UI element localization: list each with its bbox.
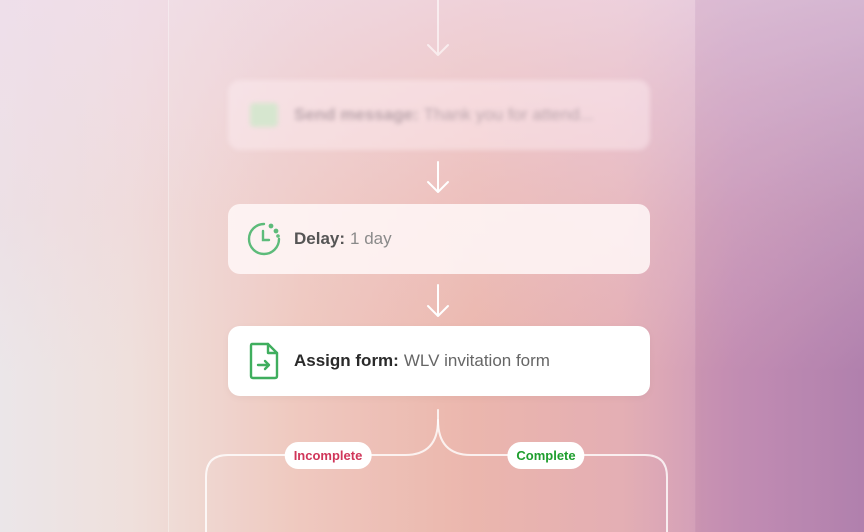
branch-incomplete-label[interactable]: Incomplete: [284, 442, 372, 469]
arrow-down-icon: [427, 0, 449, 56]
timer-icon: [246, 221, 282, 257]
side-area: [695, 0, 864, 532]
step-assign-form[interactable]: Assign form:WLV invitation form: [228, 326, 650, 396]
mail-icon: [246, 97, 282, 133]
form-assign-icon: [246, 342, 282, 380]
step-send-message[interactable]: Send message:Thank you for attend...: [228, 80, 650, 150]
branch-line: [437, 419, 668, 532]
arrow-down-icon: [427, 284, 449, 317]
step-delay[interactable]: Delay:1 day: [228, 204, 650, 274]
arrow-down-icon: [427, 161, 449, 193]
branch-line: [205, 409, 439, 532]
branch-complete-label[interactable]: Complete: [507, 442, 585, 469]
